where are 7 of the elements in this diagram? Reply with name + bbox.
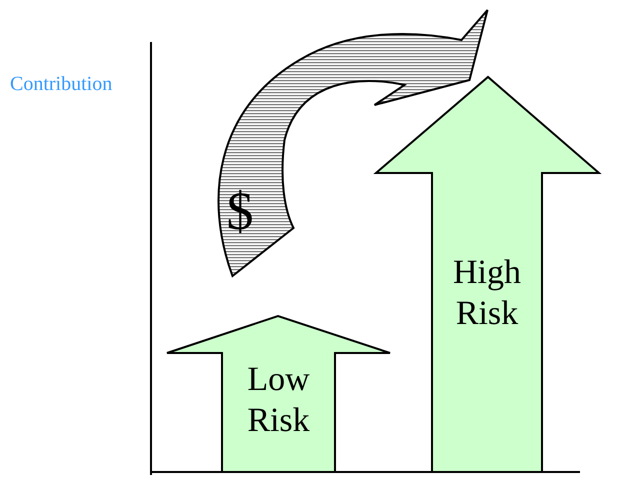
high-risk-arrow <box>376 77 599 472</box>
curved-arrow <box>218 9 488 277</box>
arrow-label: Low Risk <box>246 360 311 441</box>
arrow-label: High Risk <box>452 253 522 334</box>
edge-label: $ <box>226 184 254 238</box>
axis-label: Contribution <box>10 73 112 96</box>
low-risk-arrow <box>167 316 390 472</box>
